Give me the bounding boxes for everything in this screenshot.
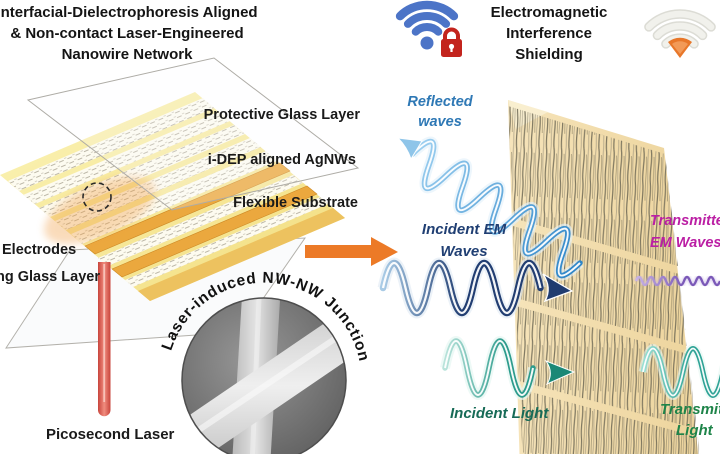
electrode-bar xyxy=(84,162,291,255)
wifi-lock-icon xyxy=(395,0,462,57)
laser-beam xyxy=(98,262,111,417)
incident-em-arrowhead xyxy=(542,273,574,303)
inset-sem-image: Laser-induced NW-NW Junction xyxy=(159,270,372,454)
label-reflected-waves: Reflected waves xyxy=(407,94,473,130)
right-title: Electromagnetic Interference Shielding xyxy=(468,2,630,65)
label-incident-em-waves: Incident EM Waves xyxy=(421,221,507,260)
arrow-right-icon xyxy=(305,237,398,266)
label-agnw: i-DEP aligned AgNWs xyxy=(207,152,356,168)
label-electrodes: Electrodes xyxy=(2,242,77,258)
label-supporting-glass: ng Glass Layer xyxy=(0,269,100,285)
label-protective-glass: Protective Glass Layer xyxy=(203,107,360,123)
right-title-line2: Interference xyxy=(506,25,592,42)
left-title: Interfacial-Dielectrophoresis Aligned & … xyxy=(0,2,282,65)
protective-glass-layer xyxy=(26,57,360,211)
nanowire-band xyxy=(520,389,701,454)
label-flexible-substrate: Flexible Substrate xyxy=(233,195,358,211)
transmitted-light-wave xyxy=(638,344,720,400)
left-title-line2: & Non-contact Laser-Engineered xyxy=(10,25,244,42)
nanowire-band xyxy=(508,106,678,266)
nanowire-band xyxy=(516,306,697,429)
wifi-weak-icon xyxy=(644,9,716,58)
incident-light-wave xyxy=(440,336,576,400)
left-title-line3: Nanowire Network xyxy=(61,46,193,63)
reflected-wave xyxy=(396,136,584,281)
right-title-line3: Shielding xyxy=(515,46,583,63)
label-transmitted-light: Transmitted Light xyxy=(660,401,720,439)
incident-em-wave xyxy=(377,257,574,319)
label-picosecond-laser: Picosecond Laser xyxy=(46,426,175,443)
electrode-bar xyxy=(111,185,318,278)
label-transmitted-em-waves: Transmitted EM Waves xyxy=(650,213,720,251)
transmitted-em-wave xyxy=(633,274,720,288)
incident-light-arrowhead xyxy=(544,359,576,386)
lock-icon xyxy=(441,27,462,57)
nanowire-band xyxy=(513,226,687,346)
label-incident-light: Incident Light xyxy=(450,405,549,422)
right-title-line1: Electromagnetic xyxy=(490,4,608,21)
device-illustration xyxy=(0,57,360,417)
junction-zone-dashed-circle xyxy=(82,182,112,212)
reflected-arrowhead xyxy=(396,137,423,161)
left-title-line1: Interfacial-Dielectrophoresis Aligned xyxy=(0,4,258,21)
